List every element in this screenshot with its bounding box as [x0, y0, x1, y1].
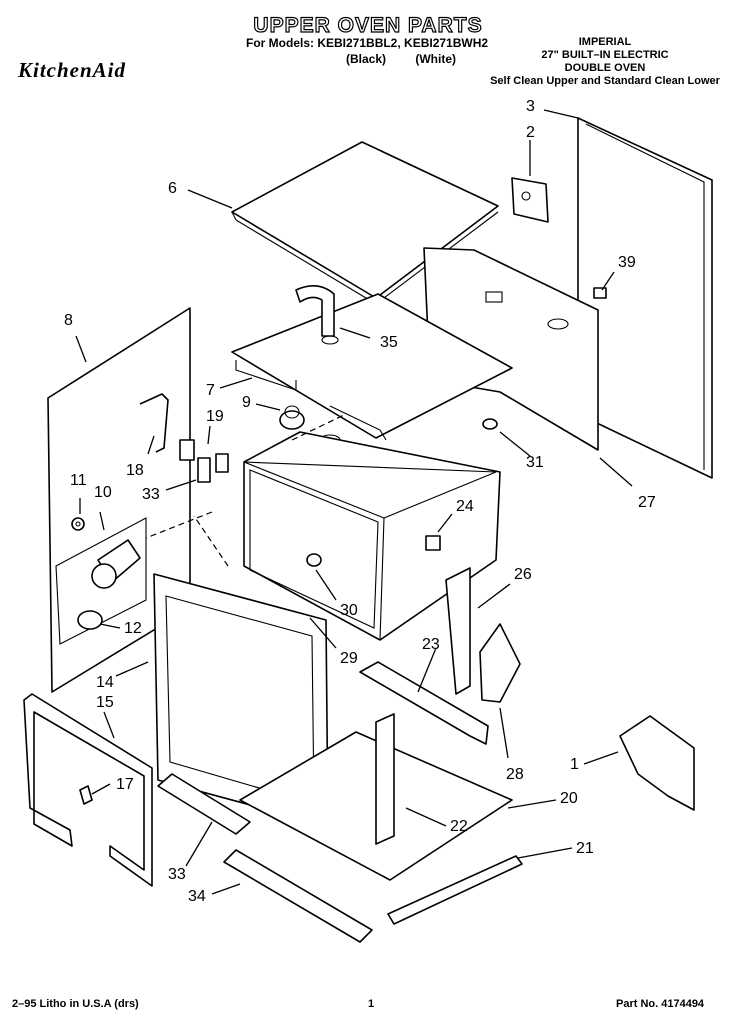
- info-line-series: IMPERIAL: [578, 36, 632, 48]
- color-black-label: (Black): [346, 52, 387, 66]
- callout-10: 10: [94, 484, 112, 501]
- part-mount-bracket: [619, 715, 695, 811]
- callout-20: 21: [576, 840, 594, 857]
- callout-19: 20: [560, 790, 578, 807]
- info-line-type: 27" BUILT–IN ELECTRIC: [541, 49, 669, 61]
- part-oven-cavity: [243, 431, 501, 641]
- part-top-panel: [231, 141, 499, 299]
- brand-logo: KitchenAid: [18, 58, 127, 82]
- info-line-clean: Self Clean Upper and Standard Clean Lowe…: [490, 75, 720, 87]
- page-title: UPPER OVEN PARTS: [253, 13, 483, 37]
- part-switch: [179, 439, 195, 461]
- callout-27: 29: [340, 650, 358, 667]
- callout-3: 3: [526, 98, 535, 115]
- callout-39: 39: [618, 254, 636, 271]
- callout-17: 18: [126, 462, 144, 479]
- callout-31: 33: [142, 486, 160, 503]
- callout-8: 8: [64, 312, 73, 329]
- callout-11: 11: [70, 472, 87, 489]
- footer-litho: 2–95 Litho in U.S.A (drs): [12, 998, 139, 1010]
- callout-12: 12: [124, 620, 142, 637]
- callout-22: 23: [422, 636, 440, 653]
- color-white-label: (White): [415, 52, 457, 66]
- part-hinge-rail: [359, 661, 489, 745]
- part-fitting-rear: [482, 418, 498, 430]
- part-lamp-bulb: [77, 610, 103, 630]
- part-door-hinge: [479, 623, 521, 703]
- part-plate: [425, 535, 441, 551]
- part-knob: [279, 410, 305, 430]
- callout-29: 30: [340, 602, 358, 619]
- part-vent-tube: [295, 285, 335, 337]
- part-base-post: [375, 713, 395, 845]
- part-switch-bracket: [139, 393, 169, 453]
- color-variants: (Black) (White): [346, 52, 482, 66]
- footer-page-number: 1: [368, 998, 375, 1010]
- part-lower-trim: [223, 849, 373, 943]
- callout-7: 7: [206, 382, 215, 399]
- product-info: IMPERIAL 27" BUILT–IN ELECTRIC DOUBLE OV…: [470, 36, 736, 88]
- part-door-gasket: [23, 693, 153, 887]
- footer-part-number: Part No. 4174494: [616, 998, 705, 1010]
- callout-18: 19: [206, 408, 224, 425]
- callout-6: 6: [168, 180, 177, 197]
- part-support-bracket: [445, 567, 471, 695]
- callout-34: 34: [188, 888, 206, 905]
- callout-1: 1: [570, 756, 579, 773]
- part-clip: [593, 287, 607, 299]
- callout-24: 26: [514, 566, 532, 583]
- callout-35: 35: [380, 334, 398, 351]
- part-fitting-front: [306, 553, 322, 567]
- callout-16: 17: [116, 776, 134, 793]
- part-washer: [71, 517, 85, 531]
- part-latch: [79, 785, 93, 805]
- part-vent-trim: [157, 773, 251, 835]
- callout-30: 31: [526, 454, 544, 471]
- callout-26: 27: [638, 494, 656, 511]
- callout-33: 33: [168, 866, 186, 883]
- callout-15: 15: [96, 694, 114, 711]
- models-line: For Models: KEBI271BBL2, KEBI271BWH2: [246, 36, 489, 50]
- callout-2: 2: [526, 124, 535, 141]
- callout-28: 28: [506, 766, 524, 783]
- part-side-trim: [387, 855, 523, 925]
- part-relay: [197, 457, 211, 483]
- callout-23: 24: [456, 498, 474, 515]
- part-switch-two: [215, 453, 229, 473]
- info-line-model: DOUBLE OVEN: [564, 62, 646, 74]
- callout-14: 14: [96, 674, 114, 691]
- part-bracket: [511, 177, 549, 223]
- callout-21: 22: [450, 818, 468, 835]
- callout-9: 9: [242, 394, 251, 411]
